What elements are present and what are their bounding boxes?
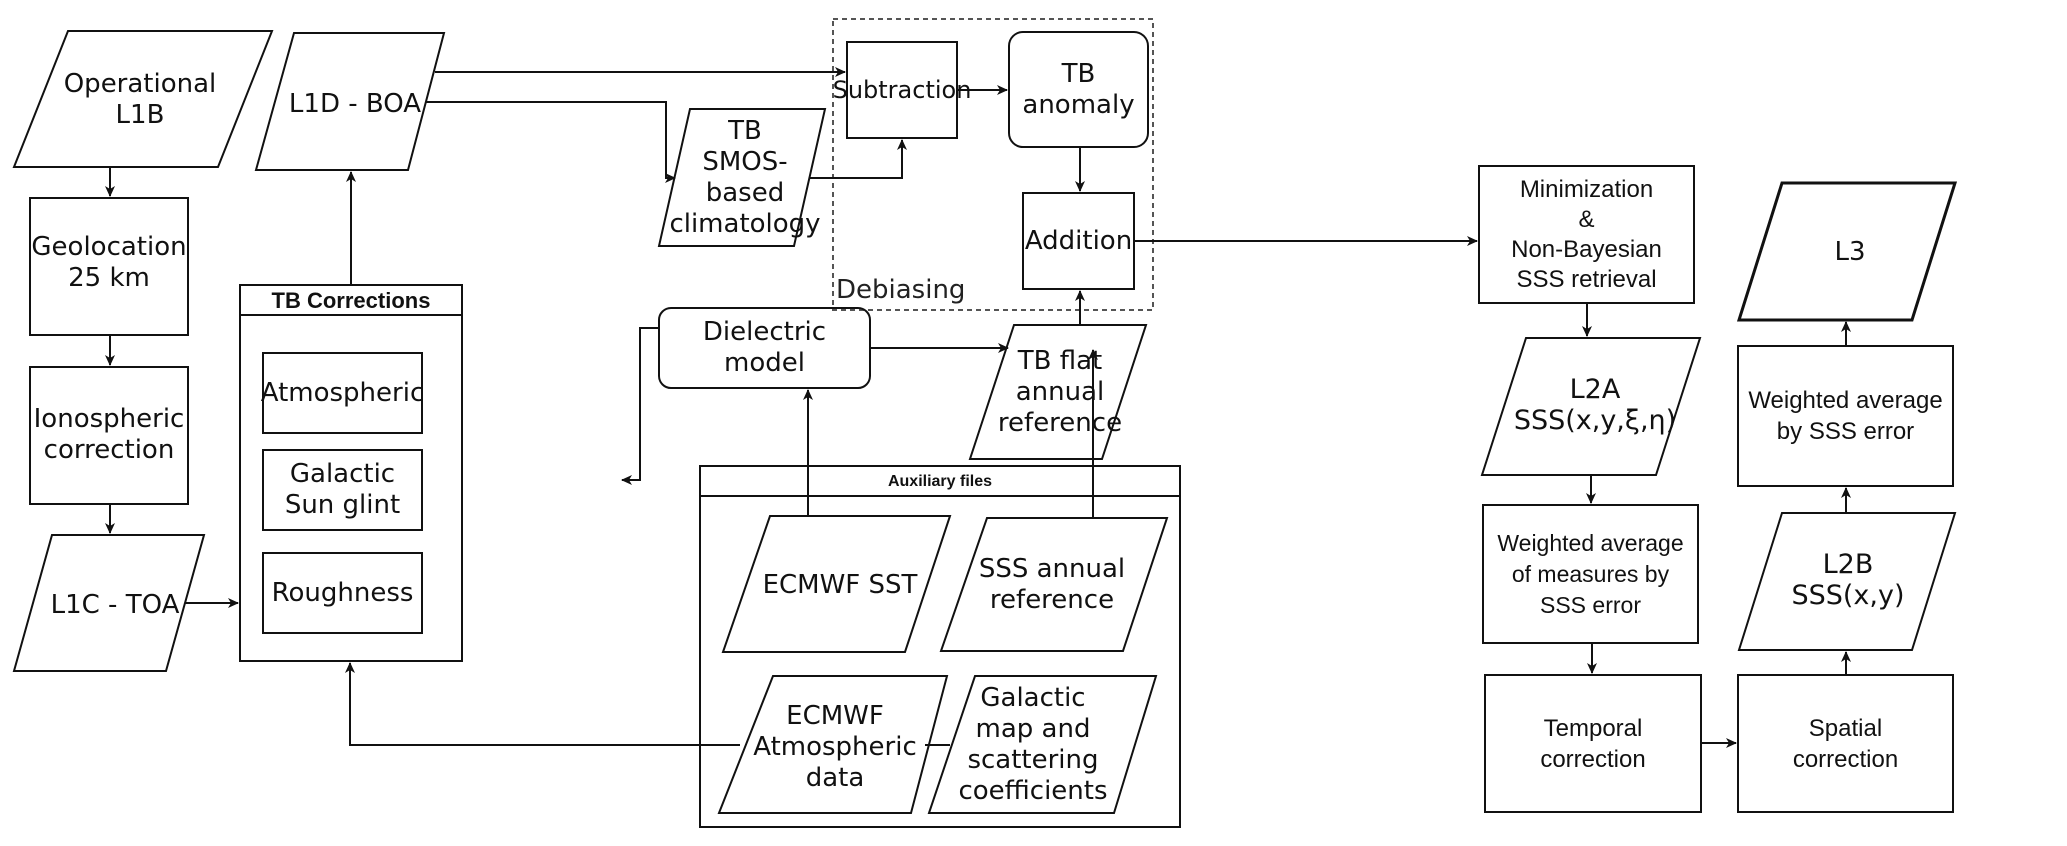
arrow-atmospheric-to-tbcorrections bbox=[345, 662, 740, 746]
operational-l1b-label: Operational L1B bbox=[63, 69, 217, 130]
l2b-label: L2B SSS(x,y) bbox=[1791, 549, 1905, 611]
ionospheric-label: Ionospheric correction bbox=[33, 404, 185, 465]
arrow-l1d-to-climatology bbox=[426, 101, 676, 183]
temporal-correction-shape bbox=[1484, 674, 1702, 813]
tb-smos-climatology-shape bbox=[657, 108, 827, 247]
galactic-map-shape bbox=[927, 675, 1158, 814]
sss-annual-reference-label: SSS annual reference bbox=[978, 554, 1126, 615]
l2a-shape bbox=[1480, 337, 1702, 476]
minimization-label: Minimization & Non-Bayesian SSS retrieva… bbox=[1511, 175, 1662, 293]
l1c-toa-shape bbox=[12, 534, 206, 672]
dielectric-model-label: Dielectric model bbox=[702, 317, 827, 378]
tb-smos-climatology-label: TB SMOS-based climatology bbox=[669, 116, 821, 239]
tb-flat-reference-label: TB flat annual reference bbox=[997, 345, 1123, 438]
tb-corrections-container bbox=[239, 284, 463, 662]
subtraction-shape bbox=[846, 41, 958, 139]
atmospheric-shape bbox=[262, 352, 423, 434]
l1d-boa-label: L1D - BOA bbox=[288, 88, 422, 119]
auxiliary-files-container bbox=[699, 465, 1181, 828]
atmospheric-label: Atmospheric bbox=[260, 377, 425, 408]
l3-label: L3 bbox=[1834, 236, 1866, 267]
operational-l1b-shape bbox=[12, 30, 274, 168]
dielectric-model-shape bbox=[658, 307, 871, 389]
arrow-climatology-to-subtraction bbox=[810, 139, 907, 179]
geolocation-shape bbox=[29, 197, 189, 336]
l3-shape bbox=[1736, 181, 1958, 322]
l2a-label: L2A SSS(x,y,ξ,η) bbox=[1513, 374, 1677, 436]
temporal-correction-label: Temporal correction bbox=[1540, 714, 1646, 773]
ecmwf-sst-label: ECMWF SST bbox=[762, 569, 918, 600]
arrow-dielectric-to-tbcorrections bbox=[621, 327, 659, 485]
tb-anomaly-label: TB anomaly bbox=[1022, 58, 1135, 120]
galactic-map-label: Galactic map and scattering coefficients bbox=[958, 683, 1108, 806]
weighted-avg-measures-label: Weighted average of measures by SSS erro… bbox=[1497, 529, 1684, 618]
tb-flat-reference-shape bbox=[968, 324, 1148, 460]
l1c-toa-label: L1C - TOA bbox=[50, 589, 180, 620]
minimization-shape bbox=[1478, 165, 1695, 304]
addition-label: Addition bbox=[1024, 225, 1133, 256]
geolocation-label: Geolocation 25 km bbox=[31, 232, 187, 293]
ionospheric-shape bbox=[29, 366, 189, 505]
l1d-boa-shape bbox=[254, 32, 446, 171]
tb-anomaly-shape bbox=[1008, 31, 1149, 148]
ecmwf-sst-shape bbox=[721, 515, 952, 653]
auxiliary-files-title: Auxiliary files bbox=[887, 472, 993, 490]
l2b-shape bbox=[1737, 512, 1957, 651]
debiasing-label: Debiasing bbox=[836, 275, 966, 305]
galactic-sun-glint-label: Galactic Sun glint bbox=[284, 459, 401, 520]
tb-corrections-title: TB Corrections bbox=[271, 287, 431, 313]
subtraction-label: Subtraction bbox=[832, 75, 972, 104]
ecmwf-atmospheric-label: ECMWF Atmospheric data bbox=[753, 700, 917, 793]
weighted-avg-sss-label: Weighted average by SSS error bbox=[1748, 387, 1943, 445]
weighted-avg-measures-shape bbox=[1482, 504, 1699, 644]
roughness-label: Roughness bbox=[271, 577, 414, 608]
ecmwf-atmospheric-shape bbox=[717, 675, 949, 814]
roughness-shape bbox=[262, 552, 423, 634]
addition-shape bbox=[1022, 192, 1135, 290]
spatial-correction-label: Spatial correction bbox=[1792, 714, 1899, 773]
sss-annual-reference-shape bbox=[939, 517, 1169, 652]
galactic-sun-glint-shape bbox=[262, 449, 423, 531]
